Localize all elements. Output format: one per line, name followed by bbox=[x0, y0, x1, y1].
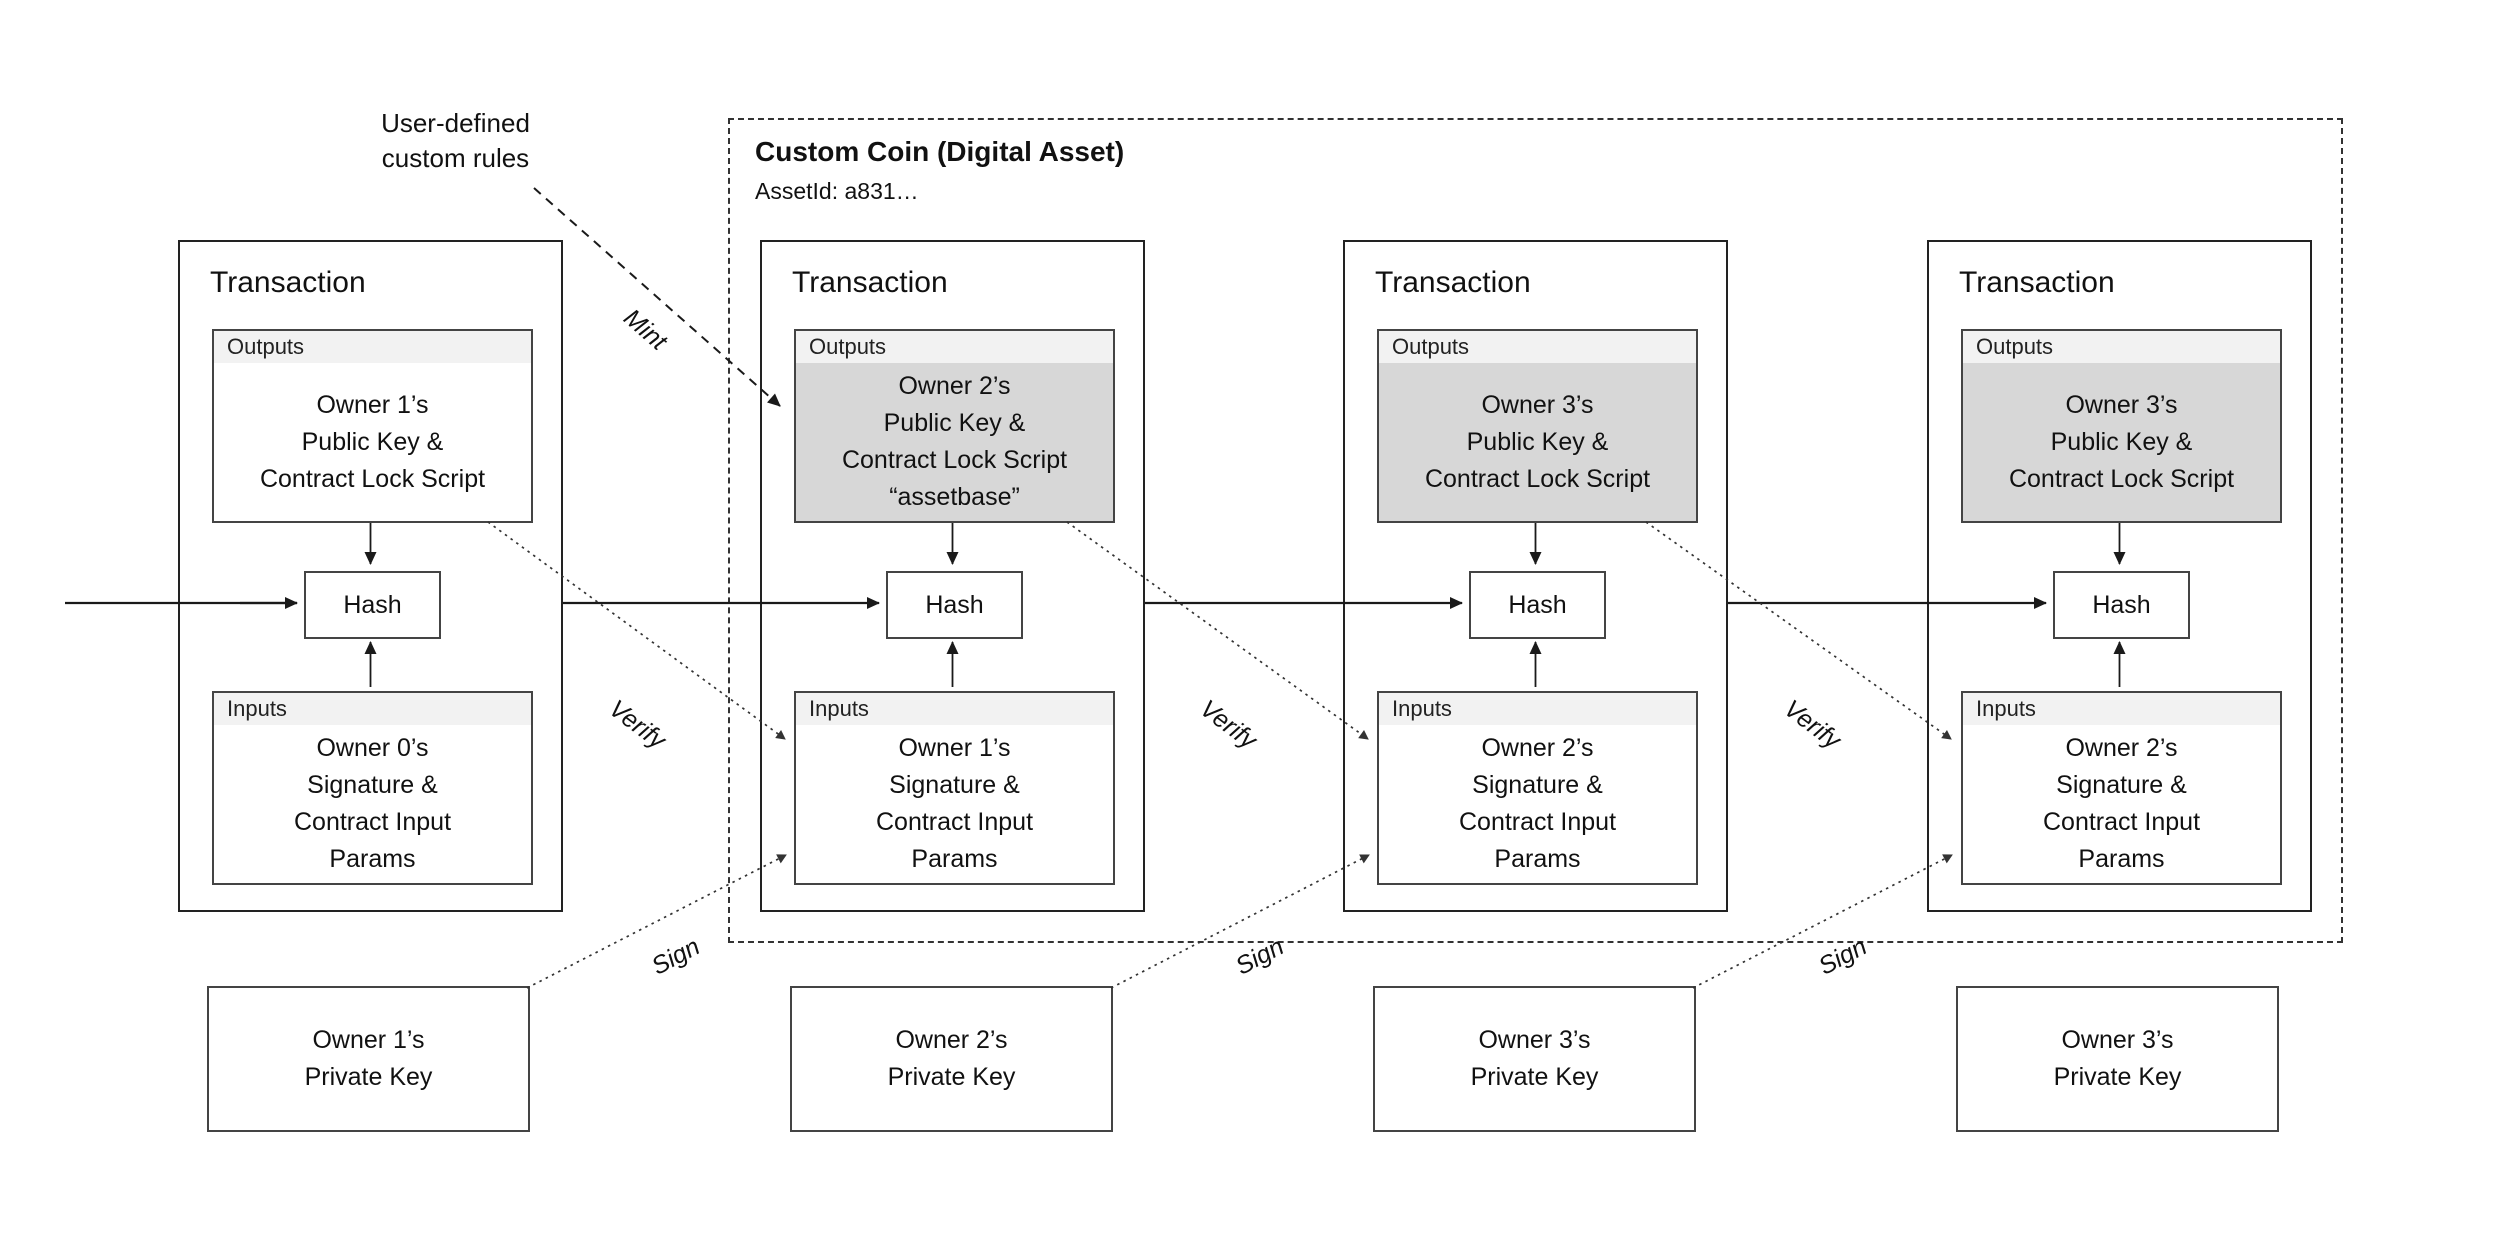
outputs-box: Owner 3’s Public Key & Contract Lock Scr… bbox=[1377, 363, 1698, 523]
inputs-header: Inputs bbox=[1961, 691, 2282, 727]
inputs-header: Inputs bbox=[212, 691, 533, 727]
private-key-box-3: Owner 3’s Private Key bbox=[1373, 986, 1696, 1132]
transaction-title: Transaction bbox=[792, 266, 948, 299]
private-key-box-1: Owner 1’s Private Key bbox=[207, 986, 530, 1132]
custom-rules-note: User-defined custom rules bbox=[381, 108, 530, 173]
hash-box: Hash bbox=[886, 571, 1023, 639]
transaction-box-4: Transaction Outputs Owner 3’s Public Key… bbox=[1927, 240, 2312, 912]
outputs-header: Outputs bbox=[794, 329, 1115, 365]
transaction-box-3: Transaction Outputs Owner 3’s Public Key… bbox=[1343, 240, 1728, 912]
outputs-box: Owner 3’s Public Key & Contract Lock Scr… bbox=[1961, 363, 2282, 523]
outputs-box: Owner 1’s Public Key & Contract Lock Scr… bbox=[212, 363, 533, 523]
asset-group-title: Custom Coin (Digital Asset) bbox=[755, 136, 1125, 167]
outputs-box: Owner 2’s Public Key & Contract Lock Scr… bbox=[794, 363, 1115, 523]
outputs-header: Outputs bbox=[1377, 329, 1698, 365]
hash-box: Hash bbox=[304, 571, 441, 639]
inputs-header: Inputs bbox=[1377, 691, 1698, 727]
inputs-box: Owner 1’s Signature & Contract Input Par… bbox=[794, 725, 1115, 885]
private-key-box-2: Owner 2’s Private Key bbox=[790, 986, 1113, 1132]
asset-id-label: AssetId: a831… bbox=[755, 178, 919, 204]
transaction-box-1: Transaction Outputs Owner 1’s Public Key… bbox=[178, 240, 563, 912]
private-key-box-4: Owner 3’s Private Key bbox=[1956, 986, 2279, 1132]
transaction-title: Transaction bbox=[1375, 266, 1531, 299]
hash-box: Hash bbox=[2053, 571, 2190, 639]
transaction-title: Transaction bbox=[1959, 266, 2115, 299]
outputs-header: Outputs bbox=[212, 329, 533, 365]
verify-label: Verify bbox=[603, 694, 671, 755]
inputs-box: Owner 2’s Signature & Contract Input Par… bbox=[1961, 725, 2282, 885]
outputs-header: Outputs bbox=[1961, 329, 2282, 365]
inputs-box: Owner 2’s Signature & Contract Input Par… bbox=[1377, 725, 1698, 885]
hash-box: Hash bbox=[1469, 571, 1606, 639]
transaction-box-2: Transaction Outputs Owner 2’s Public Key… bbox=[760, 240, 1145, 912]
inputs-header: Inputs bbox=[794, 691, 1115, 727]
sign-label: Sign bbox=[647, 932, 705, 981]
transaction-title: Transaction bbox=[210, 266, 366, 299]
mint-label: Mint bbox=[618, 303, 673, 356]
inputs-box: Owner 0’s Signature & Contract Input Par… bbox=[212, 725, 533, 885]
